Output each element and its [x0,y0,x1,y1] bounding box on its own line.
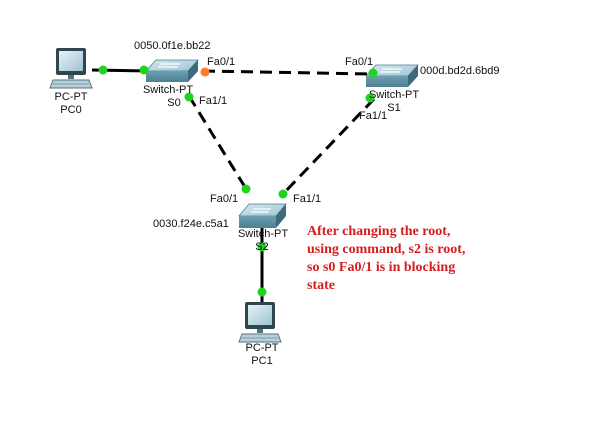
switch-s1-icon[interactable] [365,64,419,87]
switch-s2-icon[interactable] [238,203,287,228]
port-light-s1-fa0-1 [368,68,378,78]
s0-port-fa1-1-label: Fa1/1 [199,95,228,107]
pc1-device-icon[interactable] [238,302,282,343]
s1-port-fa1-1-label: Fa1/1 [359,110,388,122]
s1-mac-label: 000d.bd2d.6bd9 [420,65,500,77]
link-s0-s1[interactable] [202,69,373,76]
pc1-name-label: PC1 [251,355,273,367]
port-light-s0-pc [139,65,149,75]
port-light-s0-fa0-1-blocking [200,67,210,77]
port-light-s2-fa0-1 [241,184,251,194]
s2-name-label: S2 [255,241,269,253]
s0-name-label: S0 [167,97,181,109]
s0-mac-label: 0050.0f1e.bb22 [134,40,211,52]
s2-type-label: Switch-PT [237,228,289,240]
annotation-line: After changing the root, [307,224,451,239]
port-light-s2-pc [257,242,267,252]
s0-type-label: Switch-PT [142,84,194,96]
s0-port-fa0-1-label: Fa0/1 [207,56,236,68]
pc0-device-icon[interactable] [49,48,93,89]
annotation-line: so s0 Fa0/1 is in blocking [307,260,456,275]
s2-mac-label: 0030.f24e.c5a1 [153,218,229,230]
switch-s0-icon[interactable] [145,59,199,82]
s1-port-fa0-1-label: Fa0/1 [345,56,374,68]
pc0-name-label: PC0 [60,104,82,116]
port-light-s1-fa1-1 [365,93,375,103]
port-light-s0-fa1-1 [184,92,194,102]
s1-name-label: S1 [387,102,401,114]
s2-port-fa1-1-label: Fa1/1 [293,193,322,205]
s2-port-fa0-1-label: Fa0/1 [210,193,239,205]
link-s1-s2[interactable] [281,97,376,196]
port-light-pc0 [98,65,108,75]
pc1-type-label: PC-PT [245,342,279,354]
annotation-line: using command, s2 is root, [307,242,466,257]
root-change-annotation: After changing the root, using command, … [307,223,507,295]
s1-type-label: Switch-PT [368,89,420,101]
port-light-s2-fa1-1 [278,189,288,199]
pc0-type-label: PC-PT [54,91,88,103]
annotation-line: state [307,278,335,293]
port-light-pc1 [257,287,267,297]
link-s0-s2[interactable] [187,95,250,193]
